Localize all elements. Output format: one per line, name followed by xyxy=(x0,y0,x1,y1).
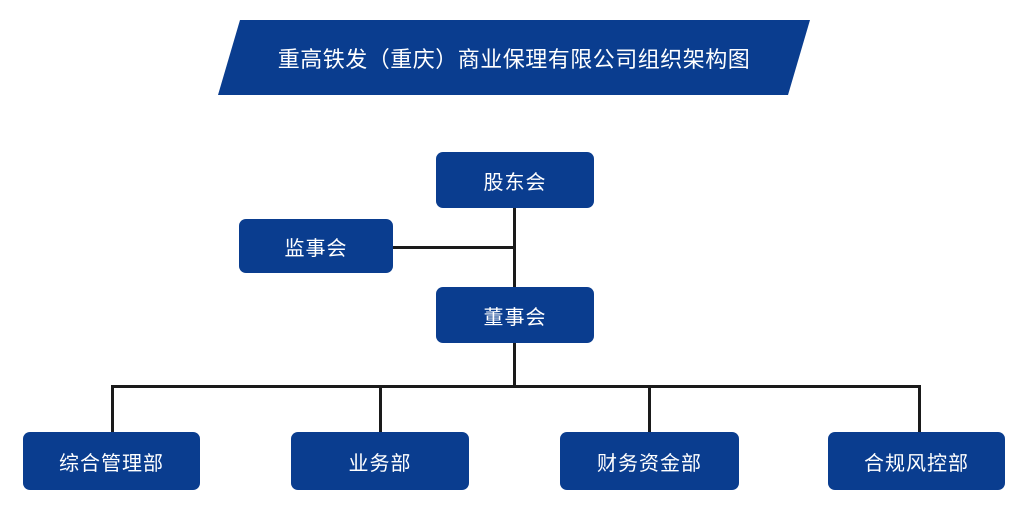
title-banner: 重高铁发（重庆）商业保理有限公司组织架构图 xyxy=(218,20,810,95)
connector-shareholders-to-board xyxy=(513,208,516,287)
connector-board-to-bus xyxy=(513,343,516,387)
connector-drop-dept-3 xyxy=(918,385,921,433)
banner-parallelogram-shape xyxy=(218,20,810,95)
node-board-of-directors[interactable]: 董事会 xyxy=(436,287,594,343)
connector-drop-dept-0 xyxy=(111,385,114,433)
node-department-compliance-risk-control[interactable]: 合规风控部 xyxy=(828,432,1005,490)
node-department-comprehensive-management[interactable]: 综合管理部 xyxy=(23,432,200,490)
connector-drop-dept-2 xyxy=(648,385,651,433)
connector-drop-dept-1 xyxy=(379,385,382,433)
connector-department-bus xyxy=(111,385,921,388)
node-board-of-supervisors[interactable]: 监事会 xyxy=(239,219,393,273)
node-shareholders-meeting[interactable]: 股东会 xyxy=(436,152,594,208)
node-department-finance-funds[interactable]: 财务资金部 xyxy=(560,432,739,490)
node-department-business[interactable]: 业务部 xyxy=(291,432,469,490)
connector-supervisors-to-trunk xyxy=(393,246,514,249)
page-title: 重高铁发（重庆）商业保理有限公司组织架构图 xyxy=(277,46,751,72)
